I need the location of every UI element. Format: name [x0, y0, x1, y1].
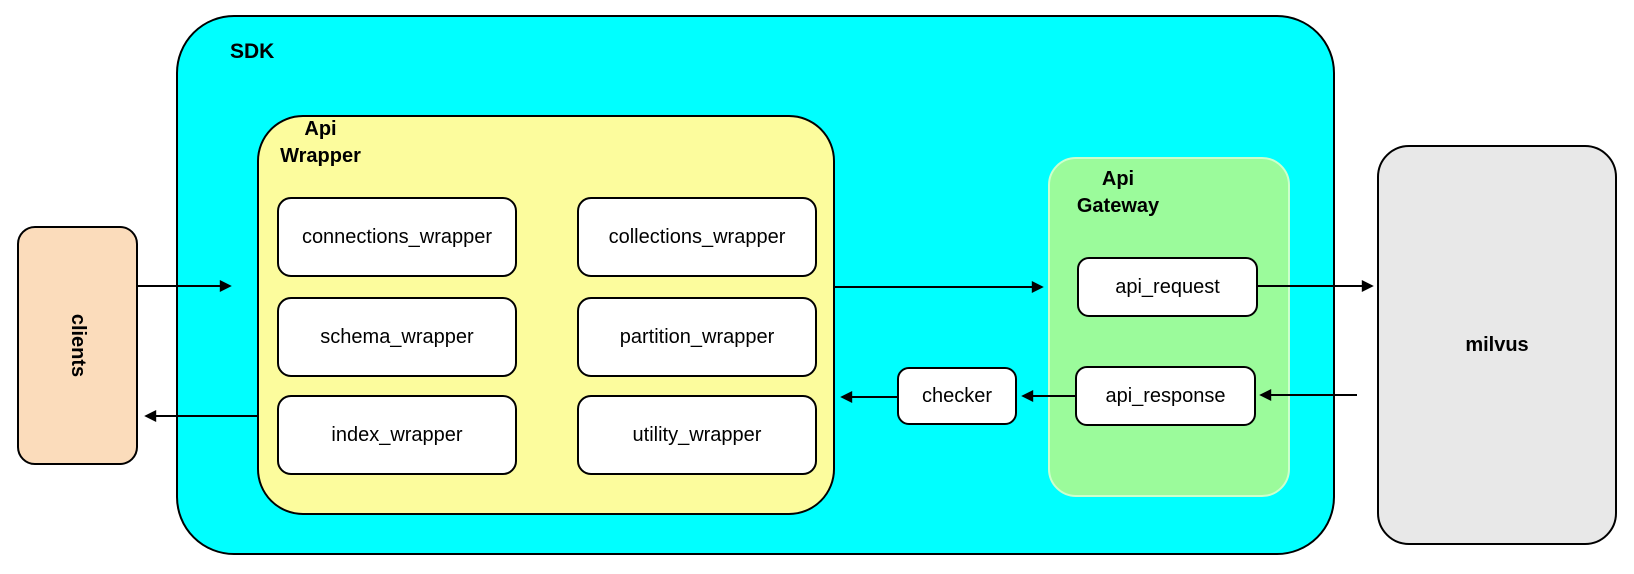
wrapper-box-index: index_wrapper [277, 395, 517, 475]
wrapper-box-connections: connections_wrapper [277, 197, 517, 277]
api-response-node: api_response [1075, 366, 1256, 426]
api-wrapper-label-line1: Api [304, 118, 337, 140]
api-request-node: api_request [1077, 257, 1258, 317]
checker-node: checker [897, 367, 1017, 425]
clients-node: clients [17, 226, 138, 465]
api-gateway-label-line2: Gateway [1076, 195, 1160, 217]
api-gateway-label: Api Gateway [1052, 166, 1184, 220]
milvus-node: milvus [1377, 145, 1617, 545]
api-gateway-container [1048, 157, 1290, 497]
wrapper-box-partition: partition_wrapper [577, 297, 817, 377]
wrapper-box-utility: utility_wrapper [577, 395, 817, 475]
api-wrapper-label-line2: Wrapper [280, 145, 361, 167]
clients-label: clients [66, 313, 89, 378]
wrapper-box-schema: schema_wrapper [277, 297, 517, 377]
api-wrapper-label: Api Wrapper [253, 116, 388, 170]
milvus-label: milvus [1465, 333, 1529, 356]
wrapper-box-collections: collections_wrapper [577, 197, 817, 277]
sdk-label: SDK [230, 40, 275, 63]
api-gateway-label-line1: Api [1101, 168, 1135, 190]
